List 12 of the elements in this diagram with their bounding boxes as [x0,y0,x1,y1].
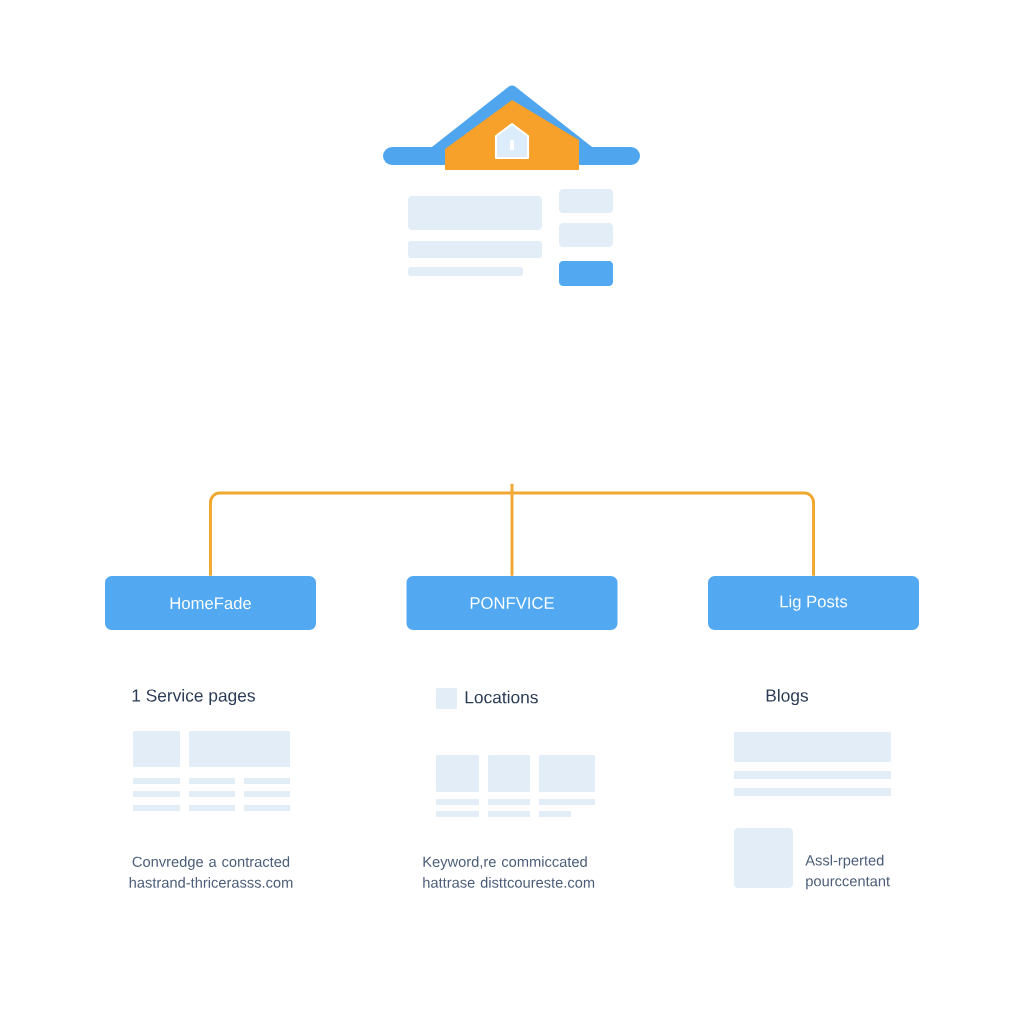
connector-line [209,491,512,576]
description-text: Assl-rperted pourccentant [805,854,890,890]
section-heading: Blogs [766,688,808,706]
category-box: HomeFade [105,576,316,630]
description-text: Keyword,re commiccated hattrase disttcoureste.com [423,856,595,888]
section-heading: Locations [465,690,538,704]
category-box: PONFVICE [406,576,618,630]
section-heading: 1 Service pages [132,688,255,706]
connector-line [512,491,815,576]
connector-line [510,482,514,576]
description-text: Convredge a contracted hastrand-thricerasss.com [129,856,293,888]
category-box: Lig Posts [708,576,919,630]
